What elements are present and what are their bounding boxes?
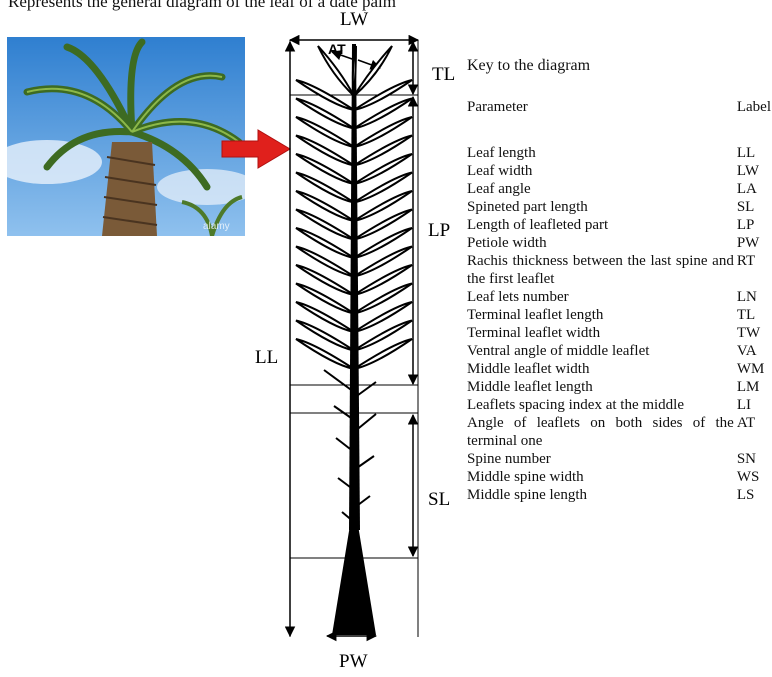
dim-label-tl: TL [432, 64, 455, 85]
key-parameter: Length of leafleted part [467, 216, 734, 234]
key-parameter: Angle of leaflets on both sides of the t… [467, 414, 734, 450]
key-row: Leaf lengthLL [467, 144, 771, 162]
leaflet-right [354, 339, 412, 369]
key-row: Leaf angleLA [467, 180, 771, 198]
key-parameter: Middle spine width [467, 468, 734, 486]
key-label: LM [734, 378, 771, 396]
key-label: LA [734, 180, 771, 198]
key-header-label: Label [734, 98, 771, 144]
key-table: Parameter Label Leaf lengthLLLeaf widthL… [467, 98, 771, 504]
key-row: Leaf lets numberLN [467, 288, 771, 306]
key-label: SL [734, 198, 771, 216]
dim-label-sl: SL [428, 489, 450, 510]
key-row: Length of leafleted partLP [467, 216, 771, 234]
dim-label-pw: PW [339, 651, 368, 672]
key-row: Rachis thickness between the last spine … [467, 252, 771, 288]
key-label: LI [734, 396, 771, 414]
key-label: LS [734, 486, 771, 504]
key-parameter: Leaflets spacing index at the middle [467, 396, 734, 414]
key-label: RT [734, 252, 771, 288]
key-row: Middle spine lengthLS [467, 486, 771, 504]
key-label: TL [734, 306, 771, 324]
key-row: Spine numberSN [467, 450, 771, 468]
key-label: SN [734, 450, 771, 468]
key-row: Middle leaflet widthWM [467, 360, 771, 378]
key-parameter: Terminal leaflet width [467, 324, 734, 342]
key-row: Leaf widthLW [467, 162, 771, 180]
key-parameter: Leaf lets number [467, 288, 734, 306]
key-row: Terminal leaflet widthTW [467, 324, 771, 342]
key-parameter: Terminal leaflet length [467, 306, 734, 324]
key-label: LL [734, 144, 771, 162]
key-parameter: Petiole width [467, 234, 734, 252]
key-label: LW [734, 162, 771, 180]
key-row: Ventral angle of middle leafletVA [467, 342, 771, 360]
key-parameter: Rachis thickness between the last spine … [467, 252, 734, 288]
red-pointer-arrow [222, 130, 290, 168]
dim-label-lp: LP [428, 220, 450, 241]
key-parameter: Spine number [467, 450, 734, 468]
key-parameter: Middle leaflet width [467, 360, 734, 378]
key-parameter: Middle leaflet length [467, 378, 734, 396]
key-label: AT [734, 414, 771, 450]
key-row: Petiole widthPW [467, 234, 771, 252]
spine [324, 370, 354, 392]
key-title: Key to the diagram [467, 57, 590, 75]
key-row: Spineted part lengthSL [467, 198, 771, 216]
leaflet-left [296, 339, 354, 369]
key-label: TW [734, 324, 771, 342]
key-parameter: Middle spine length [467, 486, 734, 504]
key-row: Middle leaflet lengthLM [467, 378, 771, 396]
rachis [349, 44, 360, 530]
key-label: PW [734, 234, 771, 252]
key-label: VA [734, 342, 771, 360]
petiole [332, 525, 376, 635]
key-parameter: Leaf angle [467, 180, 734, 198]
key-parameter: Leaf length [467, 144, 734, 162]
dim-label-at: AT [328, 41, 346, 57]
key-row: Terminal leaflet lengthTL [467, 306, 771, 324]
key-parameter: Spineted part length [467, 198, 734, 216]
key-label: LN [734, 288, 771, 306]
key-parameter: Ventral angle of middle leaflet [467, 342, 734, 360]
key-header-row: Parameter Label [467, 98, 771, 144]
key-label: WM [734, 360, 771, 378]
key-row: Leaflets spacing index at the middleLI [467, 396, 771, 414]
key-parameter: Leaf width [467, 162, 734, 180]
key-row: Angle of leaflets on both sides of the t… [467, 414, 771, 450]
key-label: WS [734, 468, 771, 486]
key-row: Middle spine widthWS [467, 468, 771, 486]
key-header-parameter: Parameter [467, 98, 734, 144]
key-label: LP [734, 216, 771, 234]
dim-label-ll: LL [255, 347, 278, 368]
dim-label-lw: LW [340, 9, 368, 30]
